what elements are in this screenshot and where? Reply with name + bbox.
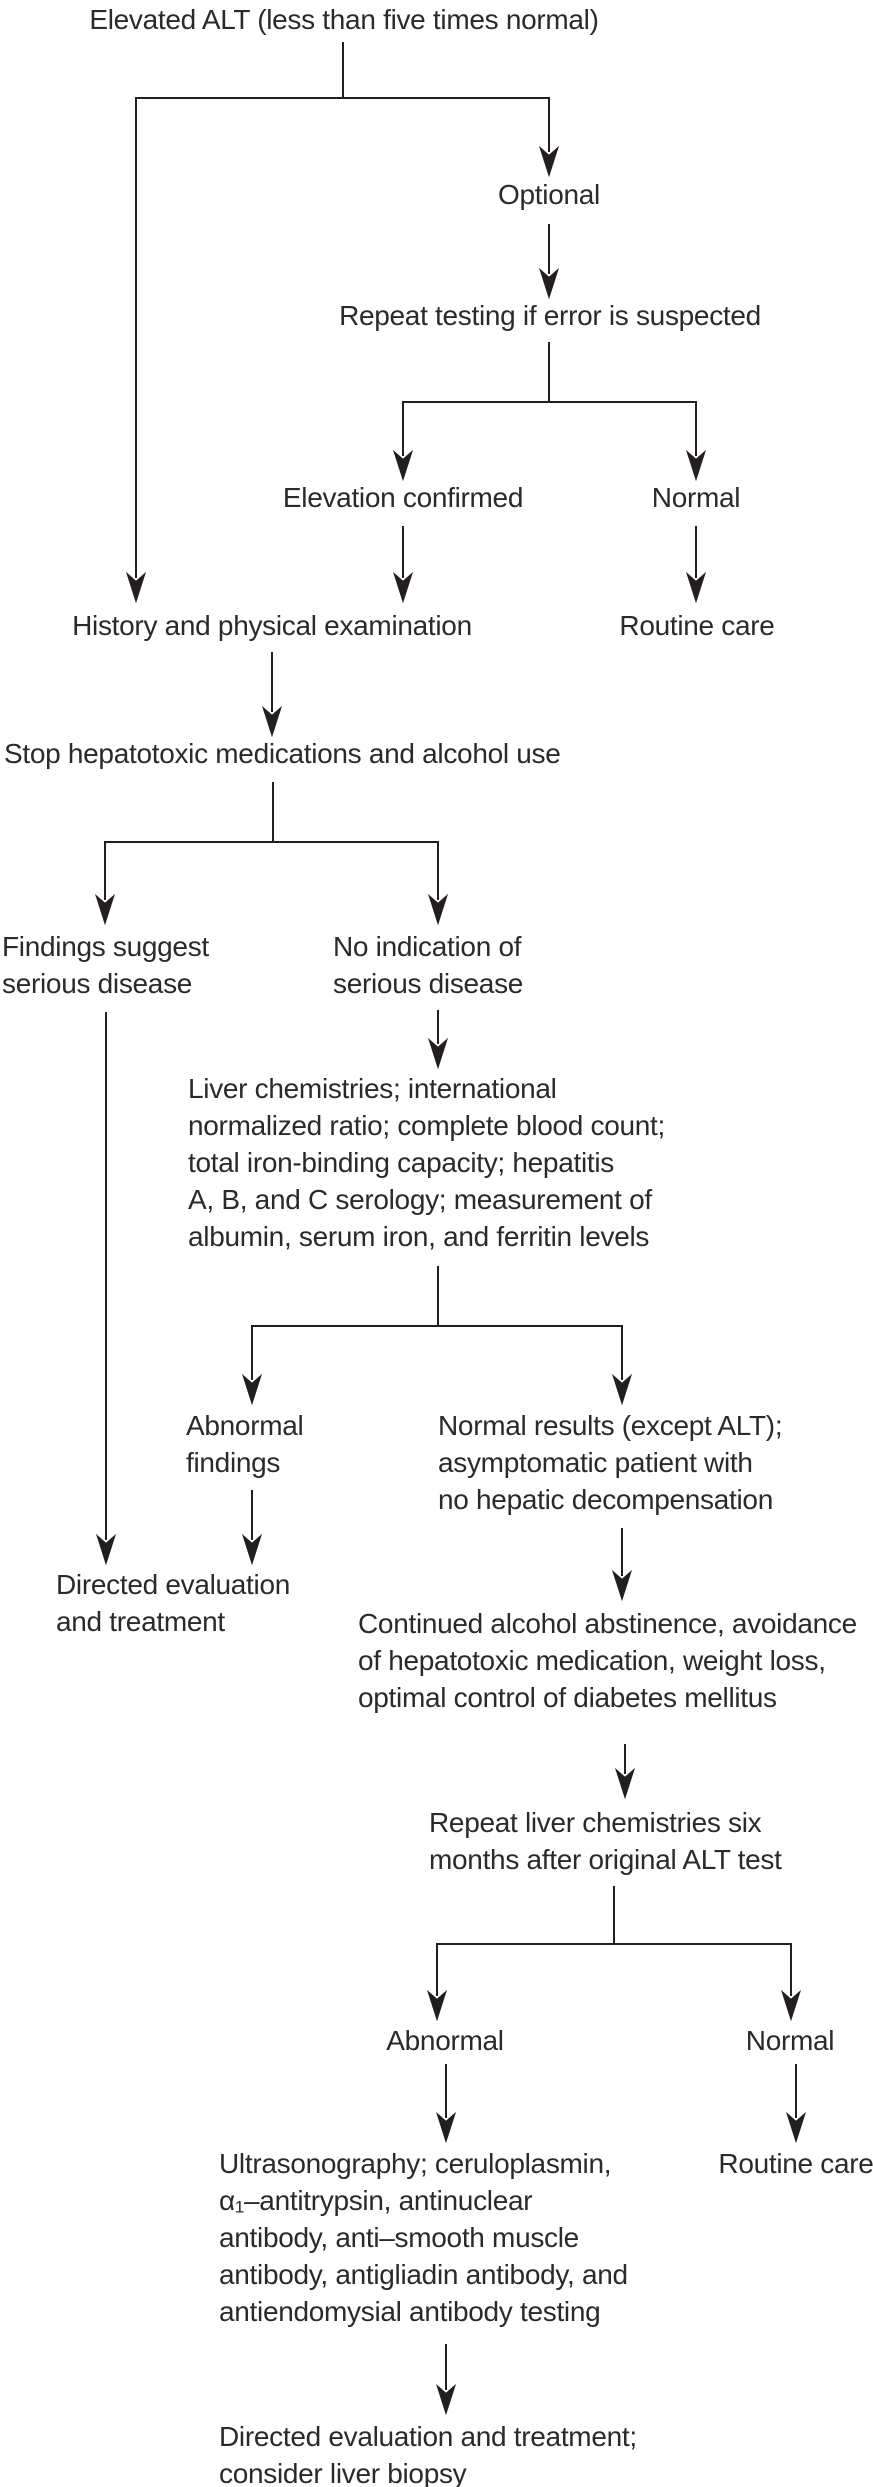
connector-normalresults-to-continued-arrow bbox=[611, 1528, 633, 1602]
node-liver-chemistries-line: Liver chemistries; international bbox=[188, 1073, 557, 1104]
connector-ultrasonography-to-directed2-arrow bbox=[435, 2344, 457, 2416]
node-continued-care: Continued alcohol abstinence, avoidance … bbox=[358, 1605, 857, 1716]
node-findings-suggest-line: serious disease bbox=[2, 968, 193, 999]
node-routine-care-2: Routine care bbox=[718, 2148, 873, 2179]
node-findings-suggest-line: Findings suggest bbox=[2, 931, 209, 962]
node-normal-results-line: asymptomatic patient with bbox=[438, 1447, 753, 1478]
node-repeat-testing: Repeat testing if error is suspected bbox=[339, 300, 761, 331]
node-ultrasonography-line: Ultrasonography; ceruloplasmin, bbox=[219, 2148, 612, 2179]
node-optional: Optional bbox=[498, 179, 600, 210]
node-normal-results-line: Normal results (except ALT); bbox=[438, 1410, 783, 1441]
connector-start-split bbox=[136, 42, 549, 99]
node-normal-results: Normal results (except ALT); asymptomati… bbox=[438, 1407, 783, 1518]
node-routine-care-1: Routine care bbox=[619, 610, 775, 641]
node-abnormal-findings-line: findings bbox=[186, 1447, 281, 1478]
node-normal-results-line: no hepatic decompensation bbox=[438, 1484, 773, 1515]
node-abnormal-2: Abnormal bbox=[386, 2025, 504, 2056]
node-continued-care-line: optimal control of diabetes mellitus bbox=[358, 1682, 777, 1713]
node-no-indication: No indication of serious disease bbox=[333, 928, 523, 1002]
connector-optional-to-repeat-arrow bbox=[538, 224, 560, 300]
node-liver-chemistries: Liver chemistries; international normali… bbox=[188, 1070, 665, 1255]
connector-to-normalresults-arrow bbox=[611, 1325, 633, 1406]
connector-to-elevation-arrow bbox=[392, 401, 414, 482]
node-normal-2: Normal bbox=[745, 2025, 835, 2056]
node-ultrasonography-line: antibody, antigliadin antibody, and bbox=[219, 2259, 628, 2290]
node-directed-evaluation-2-line: Directed evaluation and treatment; bbox=[219, 2421, 637, 2452]
connector-continued-to-repeatliver-arrow bbox=[614, 1744, 636, 1800]
connector-abnormal2-to-ultrasonography-arrow bbox=[435, 2064, 457, 2144]
node-stop-hepatotoxic: Stop hepatotoxic medications and alcohol… bbox=[4, 738, 561, 769]
node-directed-evaluation-2-line: consider liver biopsy bbox=[219, 2458, 467, 2487]
node-history-physical: History and physical examination bbox=[72, 610, 472, 641]
connector-to-normal1-arrow bbox=[685, 401, 707, 482]
node-elevated-alt: Elevated ALT (less than five times norma… bbox=[89, 4, 599, 35]
node-elevation-confirmed: Elevation confirmed bbox=[282, 482, 524, 513]
node-ultrasonography-line: antibody, anti–smooth muscle bbox=[219, 2222, 579, 2253]
node-continued-care-line: Continued alcohol abstinence, avoidance bbox=[358, 1608, 857, 1639]
connector-to-noindication-arrow bbox=[427, 841, 449, 926]
node-ultrasonography-line: α₁–antitrypsin, antinuclear bbox=[219, 2185, 533, 2216]
node-liver-chemistries-line: A, B, and C serology; measurement of bbox=[188, 1184, 652, 1215]
node-liver-chemistries-line: albumin, serum iron, and ferritin levels bbox=[188, 1221, 650, 1252]
connector-normal1-to-routine-arrow bbox=[685, 526, 707, 604]
node-directed-evaluation-2: Directed evaluation and treatment; consi… bbox=[219, 2418, 637, 2487]
node-findings-suggest: Findings suggest serious disease bbox=[2, 928, 209, 1002]
node-liver-chemistries-line: total iron-binding capacity; hepatitis bbox=[188, 1147, 614, 1178]
node-no-indication-line: serious disease bbox=[333, 968, 524, 999]
connector-findings-to-directed-arrow bbox=[95, 1012, 117, 1566]
node-abnormal-findings: Abnormal findings bbox=[186, 1407, 304, 1481]
node-ultrasonography: Ultrasonography; ceruloplasmin, α₁–antit… bbox=[219, 2145, 628, 2330]
node-repeat-liver-line: Repeat liver chemistries six bbox=[429, 1807, 762, 1838]
connector-normal2-to-routine2-arrow bbox=[785, 2064, 807, 2144]
node-ultrasonography-line: antiendomysial antibody testing bbox=[219, 2296, 601, 2327]
connector-left-main-arrow bbox=[125, 97, 147, 604]
node-liver-chemistries-line: normalized ratio; complete blood count; bbox=[188, 1110, 666, 1141]
connector-noindication-to-liver-arrow bbox=[427, 1010, 449, 1070]
node-directed-evaluation-1: Directed evaluation and treatment bbox=[56, 1566, 290, 1640]
connector-repeatliver-split bbox=[437, 1886, 791, 1945]
connector-abnormalfindings-to-directed-arrow bbox=[241, 1490, 263, 1566]
node-directed-evaluation-1-line: and treatment bbox=[56, 1606, 225, 1637]
node-continued-care-line: of hepatotoxic medication, weight loss, bbox=[358, 1645, 826, 1676]
connector-elevation-to-history-arrow bbox=[392, 526, 414, 604]
node-normal-1: Normal bbox=[651, 482, 741, 513]
connector-to-findings-arrow bbox=[94, 841, 116, 926]
node-repeat-liver: Repeat liver chemistries six months afte… bbox=[429, 1804, 782, 1878]
connector-repeat-split bbox=[403, 342, 696, 403]
node-no-indication-line: No indication of bbox=[333, 931, 522, 962]
connector-to-normal2-arrow bbox=[780, 1943, 802, 2022]
connector-to-optional-arrow bbox=[538, 97, 560, 178]
connector-to-abnormalfindings-arrow bbox=[241, 1325, 263, 1406]
node-repeat-liver-line: months after original ALT test bbox=[429, 1844, 782, 1875]
node-directed-evaluation-1-line: Directed evaluation bbox=[56, 1569, 290, 1600]
connector-stop-split bbox=[105, 782, 438, 843]
connector-to-abnormal2-arrow bbox=[426, 1943, 448, 2022]
connector-liver-split bbox=[252, 1266, 622, 1327]
connector-history-to-stop-arrow bbox=[261, 652, 283, 738]
node-abnormal-findings-line: Abnormal bbox=[186, 1410, 304, 1441]
